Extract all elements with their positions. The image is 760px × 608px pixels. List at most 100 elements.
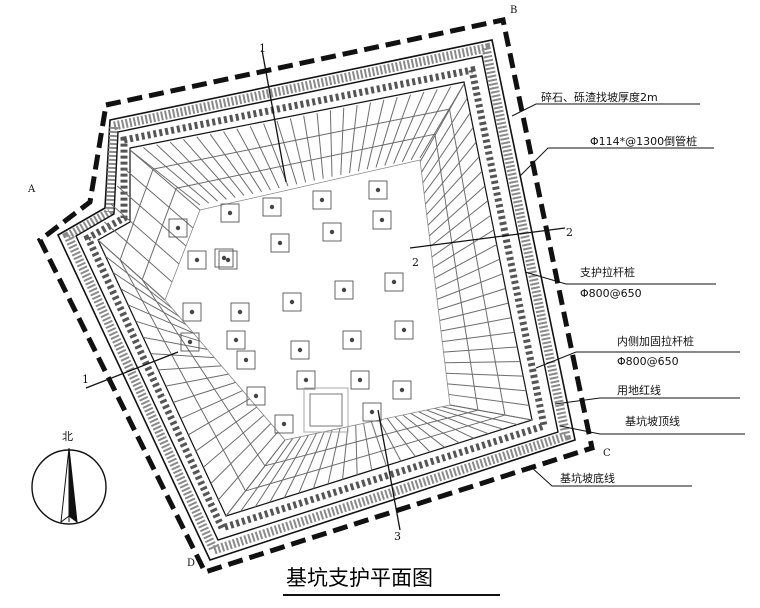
pile-point bbox=[225, 257, 231, 263]
brace-line bbox=[269, 434, 310, 503]
brace-line bbox=[236, 128, 271, 191]
brace-line bbox=[426, 409, 489, 435]
brace-line bbox=[448, 393, 530, 406]
label-inner-pile-spec: Φ800@650 bbox=[617, 355, 679, 368]
brace-line bbox=[165, 373, 229, 387]
brace-line bbox=[254, 436, 302, 508]
brace-line bbox=[327, 428, 341, 485]
pile-point bbox=[303, 377, 309, 383]
brace-line bbox=[434, 244, 497, 279]
central-structure bbox=[309, 393, 343, 427]
central-structure-outline bbox=[303, 387, 349, 433]
brace-line bbox=[430, 200, 488, 247]
brace-ring bbox=[119, 108, 506, 492]
brace-line bbox=[420, 98, 468, 173]
brace-line bbox=[418, 411, 474, 439]
brace-line bbox=[223, 131, 263, 193]
pile-point bbox=[401, 327, 407, 333]
brace-line bbox=[428, 185, 486, 237]
brace-line bbox=[129, 149, 201, 206]
pile-point bbox=[187, 339, 193, 345]
section-2-label-left: 2 bbox=[412, 256, 419, 269]
pile-cap bbox=[384, 272, 404, 292]
section-3-label: 3 bbox=[394, 530, 401, 543]
brace-line bbox=[426, 156, 480, 216]
label-support-pile: 支护拉杆桩 bbox=[580, 265, 635, 279]
pile-cap bbox=[392, 380, 412, 400]
brace-line bbox=[424, 142, 477, 205]
pile-point bbox=[277, 240, 283, 246]
brace-line bbox=[210, 423, 272, 484]
section-line-2-2 bbox=[409, 227, 566, 249]
brace-line bbox=[378, 419, 402, 462]
brace-line bbox=[439, 302, 509, 321]
label-property-line: 用地红线 bbox=[617, 383, 661, 397]
pile-cap bbox=[182, 302, 202, 322]
pit-bottom-outer bbox=[75, 55, 559, 541]
pile-cap bbox=[274, 414, 294, 434]
annotation-leaders bbox=[511, 103, 745, 487]
pile-point bbox=[233, 337, 239, 343]
brace-line bbox=[436, 273, 503, 300]
brace-line bbox=[97, 239, 166, 301]
brace-line bbox=[112, 272, 180, 317]
brace-line bbox=[240, 438, 294, 512]
brace-line bbox=[329, 110, 333, 177]
gravel-band bbox=[62, 42, 572, 556]
pile-cap bbox=[220, 203, 240, 223]
section-line-3-3 bbox=[377, 409, 401, 531]
pile-cap bbox=[168, 218, 188, 238]
pile-cap bbox=[230, 302, 250, 322]
pile-point bbox=[221, 255, 227, 261]
brace-line bbox=[442, 406, 518, 426]
brace-line bbox=[422, 112, 471, 184]
brace-line bbox=[312, 429, 333, 489]
brace-line bbox=[447, 383, 527, 392]
pile-point bbox=[243, 357, 249, 363]
brace-line bbox=[438, 288, 506, 311]
drawing-title: 基坑支护平面图 bbox=[286, 566, 433, 590]
brace-line bbox=[449, 404, 533, 421]
pile-point bbox=[237, 309, 243, 315]
pile-point bbox=[319, 197, 325, 203]
brace-line bbox=[283, 433, 317, 498]
section-line-1-1-top bbox=[261, 49, 287, 183]
brace-line bbox=[401, 89, 438, 162]
brace-line bbox=[423, 127, 474, 194]
brace-line bbox=[303, 115, 315, 181]
brace-line bbox=[440, 317, 512, 332]
pile-caps bbox=[168, 180, 414, 434]
brace-line bbox=[431, 215, 491, 258]
brace-line bbox=[386, 418, 416, 457]
pile-point bbox=[357, 377, 363, 383]
brace-line bbox=[129, 149, 201, 211]
pile-cap bbox=[342, 330, 362, 350]
property-boundary-line bbox=[36, 17, 595, 576]
north-arrow bbox=[31, 447, 107, 525]
pile-cap bbox=[296, 370, 316, 390]
brace-line bbox=[363, 423, 373, 471]
section-line-1-1-left bbox=[85, 351, 179, 389]
pile-point bbox=[227, 210, 233, 216]
central-open-area bbox=[164, 159, 451, 441]
label-slope-bottom: 基坑坡底线 bbox=[560, 471, 615, 485]
pile-cap bbox=[368, 180, 388, 200]
brace-line bbox=[446, 372, 524, 377]
pile-point bbox=[379, 217, 385, 223]
brace-line bbox=[443, 346, 518, 353]
pile-cap bbox=[214, 248, 234, 268]
brace-line bbox=[370, 421, 387, 466]
pile-point bbox=[297, 347, 303, 353]
brace-line bbox=[249, 126, 280, 189]
pile-point bbox=[375, 187, 381, 193]
brace-line bbox=[394, 416, 431, 453]
pile-cap bbox=[270, 233, 290, 253]
brace-line bbox=[276, 120, 298, 185]
brace-line bbox=[110, 203, 180, 265]
brace-line bbox=[180, 390, 243, 420]
brace-line bbox=[340, 107, 345, 175]
brace-line bbox=[203, 414, 265, 468]
brace-line bbox=[135, 320, 201, 342]
brace-line bbox=[169, 141, 227, 200]
